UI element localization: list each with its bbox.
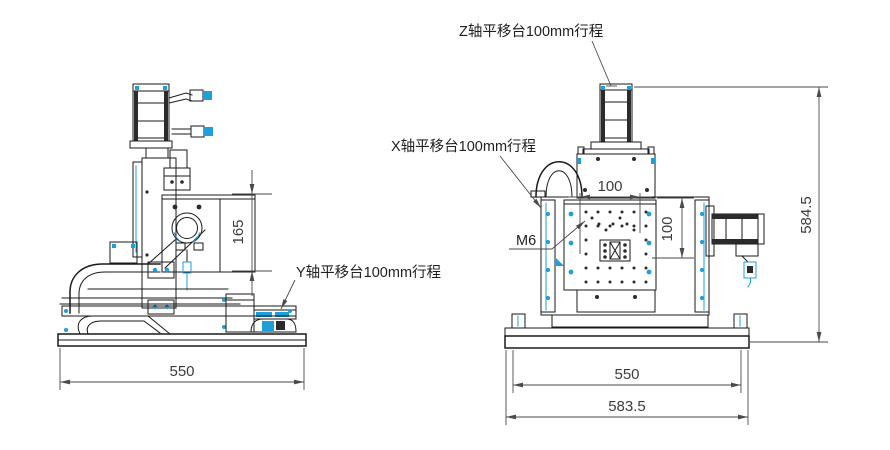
accent-mark [112, 244, 116, 248]
z-motor-side [129, 83, 173, 159]
y-motor-front [705, 205, 765, 288]
dim-text-plate-width: 100 [597, 178, 622, 195]
label-y-axis: Y轴平移台100mm行程 [280, 264, 441, 310]
dimension-plate-height-100: 100 [652, 197, 694, 259]
label-x-axis-text: X轴平移台100mm行程 [391, 138, 536, 155]
right-view-front [504, 83, 765, 349]
dimension-584-5: 584.5 [634, 86, 828, 343]
z-column-side [132, 157, 177, 309]
hole-plate-front [556, 199, 657, 291]
label-m6: M6 [509, 220, 586, 250]
chain-anchor-block [109, 241, 138, 264]
dim-text-583-5: 583.5 [608, 398, 646, 415]
x-stage-front [576, 153, 656, 199]
dim-text-right-550: 550 [614, 366, 639, 383]
label-y-axis-text: Y轴平移台100mm行程 [296, 264, 441, 281]
slide-cover-side [77, 315, 172, 335]
y-axis-slider-side [225, 293, 297, 333]
cable-chain-front [530, 161, 583, 198]
cable-chain-side [69, 261, 175, 315]
left-view-base [57, 305, 307, 347]
dim-text-plate-height: 100 [659, 216, 676, 241]
cable-connectors-icon [168, 89, 213, 138]
dimension-583-5: 583.5 [505, 350, 749, 425]
accent-mark [131, 244, 135, 248]
lower-body-front [551, 289, 709, 328]
dim-text-584-5: 584.5 [798, 196, 815, 234]
right-view-base [504, 313, 750, 349]
label-z-axis: Z轴平移台100mm行程 [459, 23, 617, 87]
m6-hole-grid [584, 210, 648, 284]
dim-text-left-550: 550 [169, 363, 194, 380]
x-motor-side [163, 149, 191, 191]
label-x-axis: X轴平移台100mm行程 [391, 138, 542, 209]
spindle-head-side [147, 194, 256, 291]
gusset-mark [556, 258, 564, 266]
dimension-plate-width-100: 100 [568, 178, 652, 254]
center-carriage [599, 239, 631, 262]
label-z-axis-text: Z轴平移台100mm行程 [459, 23, 603, 40]
label-m6-text: M6 [516, 233, 536, 249]
z-motor-front [577, 83, 655, 155]
y-arm-plates [59, 288, 241, 329]
dimension-right-550: 550 [512, 350, 742, 393]
dim-text-165: 165 [230, 219, 247, 244]
left-view-side [57, 83, 307, 347]
dimension-165: 165 [230, 170, 272, 296]
dimension-left-550: 550 [59, 348, 305, 390]
